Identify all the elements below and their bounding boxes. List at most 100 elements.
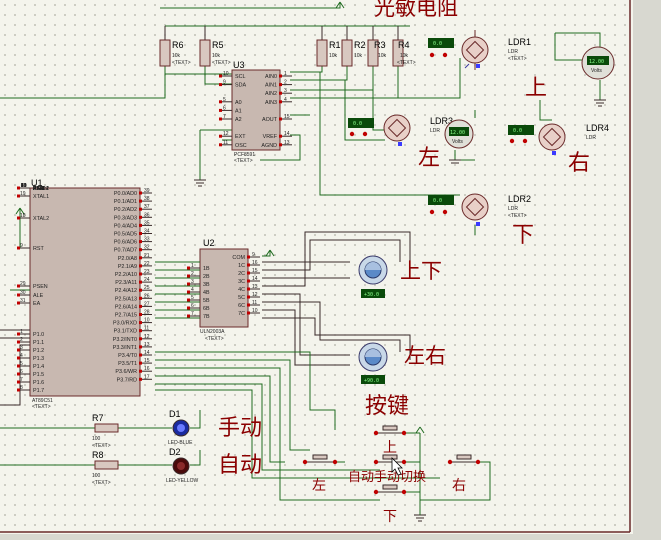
pin-terminal	[139, 313, 142, 316]
pin-number: 31	[21, 183, 27, 189]
stepper-motor-updown[interactable]: +30.0	[358, 255, 388, 298]
voltmeter-unit: Volts	[452, 139, 463, 145]
led-d2-yellow[interactable]: D2 LED-YELLOW	[166, 447, 199, 484]
pin-label: P1.0	[33, 186, 44, 192]
button-left[interactable]: 左	[302, 454, 338, 494]
pin-number: 3	[20, 345, 23, 351]
pin-label: A0	[235, 100, 242, 106]
button-right[interactable]: 右	[447, 454, 481, 494]
pin-number: 23	[144, 269, 150, 275]
pin-label: 7B	[203, 314, 210, 320]
label-up: 上	[525, 76, 547, 101]
resistor-R1[interactable]: R1 10k	[316, 39, 341, 67]
ldr1[interactable]: 0.0 LDR1 LDR <TEXT>	[428, 30, 531, 70]
stepper-motor-leftright[interactable]: +90.0	[358, 342, 388, 384]
pin-label: 6C	[238, 303, 245, 309]
ldr-type: LDR	[586, 135, 596, 141]
pin-terminal	[17, 364, 20, 368]
ldr3[interactable]: 0.0 LDR3 LDR	[348, 114, 453, 146]
pin-number: 5	[191, 295, 194, 301]
chip-ref: U2	[203, 238, 215, 248]
pin-label: P3.1/TXD	[114, 329, 137, 335]
ldr2[interactable]: 0.0 LDR2 LDR <TEXT>	[428, 193, 531, 226]
pin-terminal	[187, 298, 190, 302]
pin-label: PSEN	[33, 284, 48, 290]
pin-number: 11	[144, 326, 149, 332]
resistor-R6[interactable]: R6 10k <TEXT>	[159, 39, 191, 67]
pin-number: 6	[20, 369, 23, 375]
pin-number: 4	[191, 287, 194, 293]
pin-label: XTAL1	[33, 194, 49, 200]
resistor-R4[interactable]: R4 10k <TEXT>	[392, 39, 416, 67]
pin-label: P2.7/A15	[115, 313, 137, 319]
chip-u2[interactable]: U2 ULN2003A <TEXT>	[199, 238, 249, 342]
voltmeter-1[interactable]: 12.00 Volts	[581, 46, 615, 80]
button-down[interactable]: 下	[373, 484, 407, 525]
pin-number: 7	[223, 114, 226, 120]
ldr-reading: 0.0	[513, 128, 522, 134]
pin-number: 36	[144, 212, 150, 218]
button-label: 上	[383, 440, 397, 456]
pin-terminal	[247, 255, 250, 259]
voltmeter-2[interactable]: 12.00 Volts	[444, 119, 474, 149]
resistor-R5[interactable]: R5 10k <TEXT>	[199, 39, 231, 67]
resistor-R3[interactable]: R3 10k	[367, 39, 387, 67]
text-placeholder: <TEXT>	[234, 158, 253, 164]
pin-number: 14	[144, 350, 150, 356]
ldr-reading: 0.0	[353, 121, 362, 127]
pin-terminal	[279, 91, 282, 95]
pin-number: 9	[21, 183, 24, 189]
pin-number: 22	[144, 261, 150, 267]
pin-number: 21	[144, 253, 150, 259]
led-d1-blue[interactable]: D1 LED-BLUE	[168, 409, 193, 446]
pin-terminal	[247, 311, 250, 315]
pin-number: 7	[21, 183, 24, 189]
pin-label: P0.6/AD6	[114, 240, 137, 246]
text-placeholder: <TEXT>	[92, 480, 111, 486]
button-up[interactable]: 上	[373, 425, 407, 456]
ldr4[interactable]: 0.0 LDR4 LDR	[508, 123, 609, 155]
pin-label: 1B	[203, 266, 210, 272]
chip-u3[interactable]: U3 PCF8591 <TEXT>	[231, 60, 281, 164]
button-mode[interactable]: 自动手动切换	[348, 454, 426, 485]
ldr-reading: 0.0	[433, 41, 442, 47]
button-label: 右	[452, 478, 466, 494]
pin-label: P1.1	[33, 186, 44, 192]
pin-terminal	[139, 223, 142, 227]
pin-number: 10	[144, 318, 150, 324]
resistor-value: 10k	[378, 53, 387, 59]
pin-terminal	[139, 361, 142, 365]
button-label: 自动手动切换	[348, 470, 426, 485]
pin-terminal	[17, 301, 20, 305]
pin-number: 32	[144, 245, 150, 251]
pin-terminal	[139, 256, 142, 260]
pin-number: 26	[144, 293, 150, 299]
resistor-ref: R1	[329, 40, 341, 50]
text-placeholder: <TEXT>	[397, 60, 416, 66]
pin-label: P0.7/AD7	[114, 248, 137, 254]
sheet-margin	[633, 0, 661, 540]
pin-terminal	[139, 296, 142, 300]
pin-terminal	[219, 108, 222, 112]
pin-number: 2	[20, 337, 23, 343]
pin-terminal	[187, 314, 190, 318]
pin-label: 5C	[238, 295, 245, 301]
pin-label: COM	[232, 255, 245, 261]
bus-wiring	[155, 231, 411, 366]
resistor-R8[interactable]: R8 100 <TEXT>	[92, 450, 119, 486]
ldr-ref: LDR3	[430, 116, 453, 126]
pin-terminal	[17, 372, 20, 376]
pin-number: 1	[20, 329, 23, 335]
resistor-R2[interactable]: R2 10k	[341, 39, 366, 67]
resistor-ref: R5	[212, 40, 224, 50]
pin-terminal	[17, 186, 20, 190]
chip-u1[interactable]: U1 AT89C51 <TEXT>	[29, 178, 141, 410]
pin-number: 4	[284, 97, 287, 103]
pin-terminal	[139, 377, 142, 381]
pin-label: AIN3	[265, 100, 277, 106]
pin-terminal	[139, 207, 142, 211]
resistor-R7[interactable]: R7 100 <TEXT>	[92, 413, 119, 449]
ldr-ref: LDR1	[508, 37, 531, 47]
pin-number: 9	[223, 80, 226, 86]
